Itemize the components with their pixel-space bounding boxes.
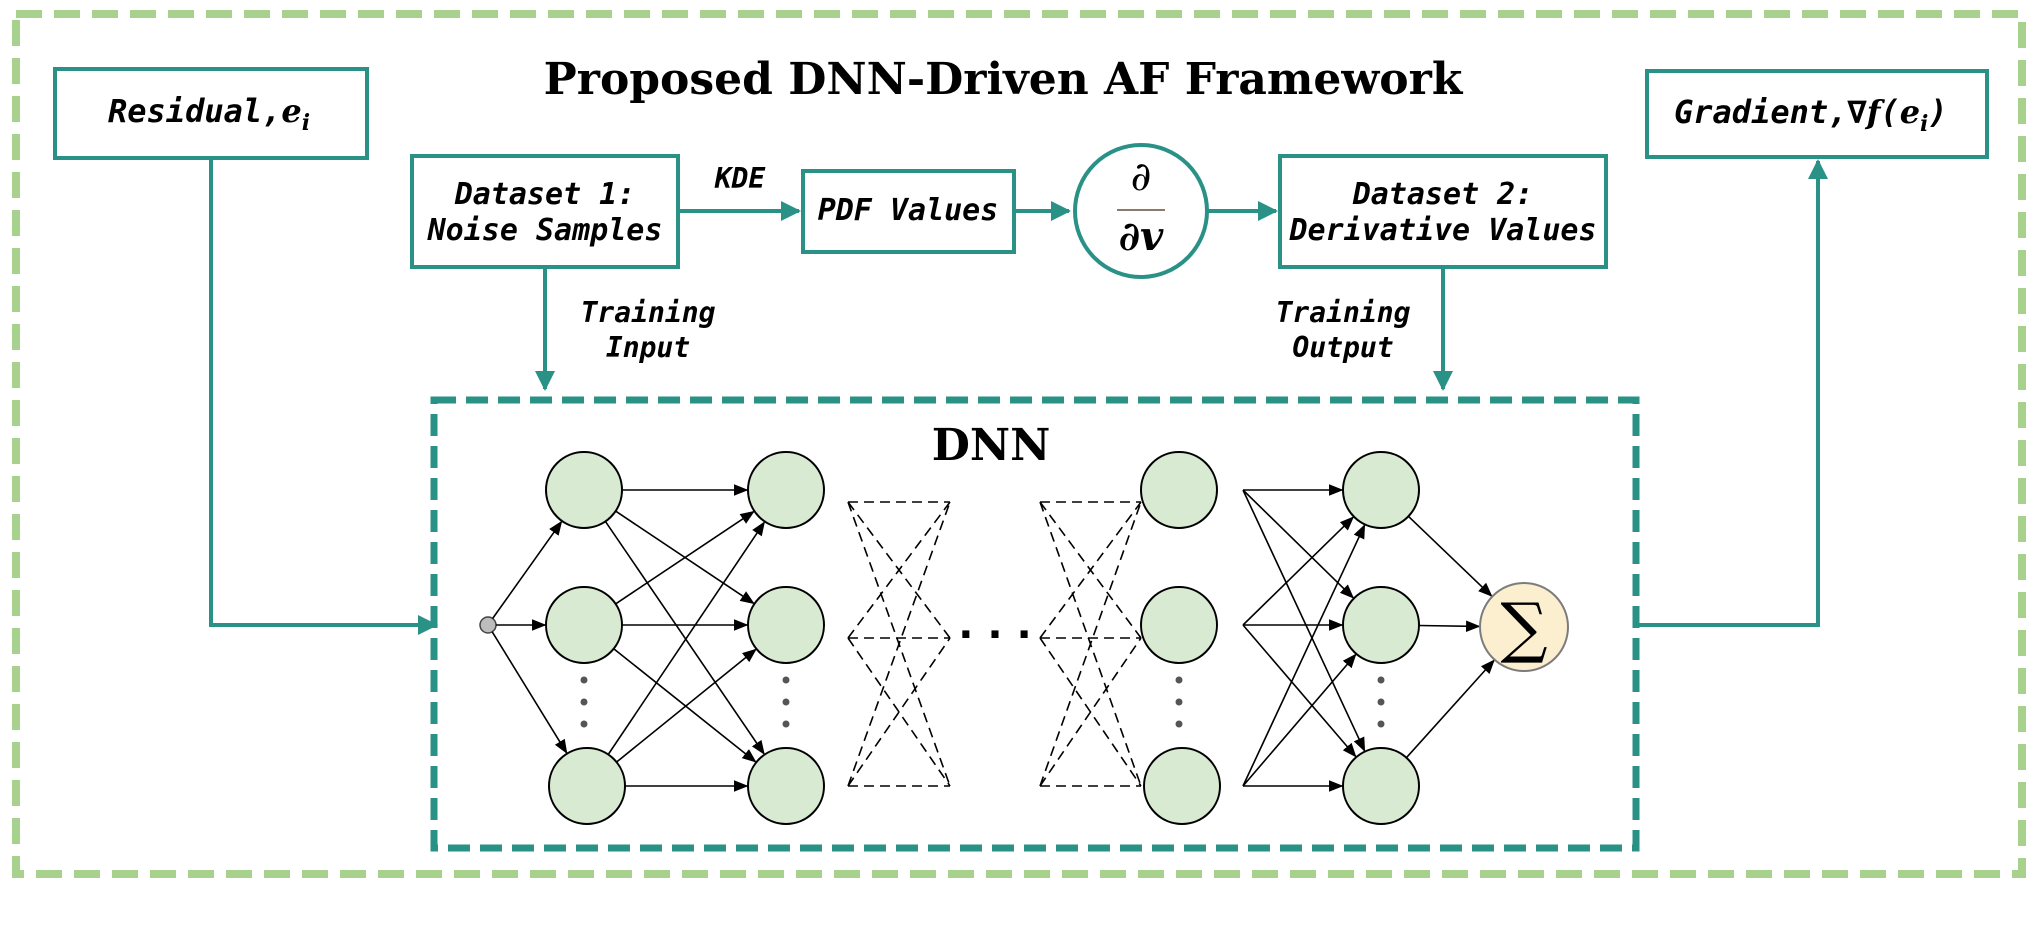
layer2-vertical-dots — [782, 676, 790, 728]
outer-frame — [12, 10, 2026, 878]
edge-ln1-ln-1-2 — [1242, 489, 1355, 599]
neuron-l2-1 — [747, 451, 825, 529]
network-connections — [491, 484, 1495, 792]
edge-ln1-ln-1-3 — [1242, 489, 1366, 753]
training-output-label-2: Output — [1292, 331, 1393, 364]
dnn-box — [430, 396, 1640, 852]
edge-l1-l2-2-3 — [613, 648, 757, 763]
edge-ln-sum-1 — [1407, 515, 1493, 597]
layern1-vertical-dots — [1175, 676, 1183, 728]
dataset1-box: Dataset 1: Noise Samples — [410, 154, 680, 269]
edge-ln1-ln-2-1 — [1242, 516, 1355, 626]
neuron-ln-3 — [1342, 747, 1420, 825]
gradient-box: Gradient,∇f(ei) — [1645, 69, 1989, 159]
training-output-label: Training — [1276, 296, 1411, 329]
training-input-label: Training — [581, 296, 716, 329]
neuron-l2-2 — [747, 586, 825, 664]
neuron-l1-1 — [545, 451, 623, 529]
edge-input-l1-3 — [491, 631, 568, 755]
svg-text:Derivative Values: Derivative Values — [1288, 213, 1596, 248]
layer1-vertical-dots — [580, 676, 588, 728]
layern-vertical-dots — [1377, 676, 1385, 728]
residual-box: Residual,ei — [53, 67, 369, 160]
pdf-values-box: PDF Values — [801, 169, 1016, 254]
residual-to-dnn-arrow — [209, 158, 438, 635]
dnn-title: DNN — [932, 420, 1051, 471]
svg-text:∑: ∑ — [1500, 589, 1547, 666]
dnn-to-gradient-arrow — [1636, 159, 1828, 627]
svg-text:Residual,ei: Residual,ei — [108, 92, 310, 136]
edge-ln-sum-2 — [1418, 620, 1481, 632]
edge-l1-l2-2-1 — [615, 510, 755, 605]
neuron-ln1-3 — [1143, 747, 1221, 825]
edge-l1-l2-3-1 — [607, 521, 766, 755]
svg-text:Dataset 1:: Dataset 1: — [454, 177, 636, 212]
derivative-operator: ∂ ∂v — [1073, 143, 1209, 279]
dataset2-box: Dataset 2: Derivative Values — [1278, 154, 1608, 269]
kde-label: KDE — [714, 162, 767, 195]
page-title: Proposed DNN-Driven AF Framework — [544, 54, 1464, 105]
svg-text:PDF Values: PDF Values — [818, 193, 999, 228]
hidden-dashed-left — [847, 501, 951, 787]
neuron-l1-2 — [545, 586, 623, 664]
neuron-ln1-2 — [1140, 586, 1218, 664]
neuron-ln-2 — [1342, 586, 1420, 664]
summation-node: ∑ — [1479, 582, 1569, 672]
edge-input-l1-1 — [491, 520, 563, 619]
edge-l1-l2-3-2 — [615, 648, 757, 763]
neuron-l1-3 — [548, 747, 626, 825]
svg-text:Dataset 2:: Dataset 2: — [1352, 177, 1534, 212]
svg-text:Noise Samples: Noise Samples — [427, 213, 663, 248]
input-node — [479, 616, 497, 634]
hidden-dashed-right — [1039, 501, 1142, 787]
edge-l1-l2-1-3 — [604, 520, 765, 755]
edge-ln1-ln-3-2 — [1242, 653, 1357, 787]
neuron-l2-3 — [747, 747, 825, 825]
svg-text:Gradient,∇f(ei): Gradient,∇f(ei) — [1674, 93, 1948, 137]
neuron-ln-1 — [1342, 451, 1420, 529]
neuron-ln1-1 — [1140, 451, 1218, 529]
layers-ellipsis: · · · — [958, 612, 1031, 658]
edge-ln1-ln-2-3 — [1242, 624, 1357, 758]
training-input-label-2: Input — [606, 331, 690, 364]
svg-text:∂: ∂ — [1131, 154, 1152, 200]
edge-ln1-ln-3-1 — [1242, 523, 1366, 787]
svg-text:∂v: ∂v — [1119, 213, 1164, 260]
edge-ln-sum-3 — [1405, 659, 1495, 759]
